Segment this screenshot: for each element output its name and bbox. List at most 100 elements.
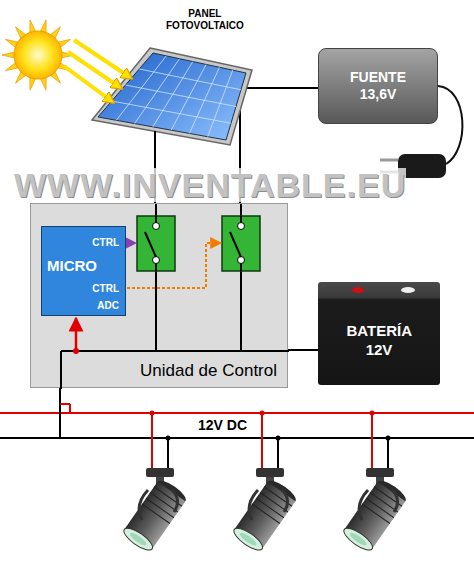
solar-panel-drawing [112, 101, 231, 123]
spot-lamp [231, 477, 299, 554]
control-unit-wiring [73, 348, 79, 354]
power-plug [380, 159, 398, 162]
spot-lamp [146, 498, 174, 518]
spot-lamp [128, 531, 148, 547]
spot-lamp [124, 482, 185, 549]
battery-box: BATERÍA 12V [318, 282, 440, 385]
sun-symbol [14, 31, 62, 79]
spot-lamp [370, 493, 398, 513]
solar-panel-drawing [154, 131, 156, 155]
bus-feed-wire [60, 403, 70, 405]
spot-lamp [366, 468, 394, 477]
chip-name: MICRO [47, 257, 97, 274]
spot-lamp [387, 438, 389, 470]
spot-lamp [359, 490, 397, 520]
switch-relay [238, 223, 245, 230]
spot-lamp [260, 493, 288, 513]
power-supply-box: FUENTE 13,6V [318, 48, 438, 124]
spot-lamp [121, 411, 189, 554]
spot-lamp [341, 524, 376, 553]
spot-lamp [277, 438, 279, 470]
spot-lamp [150, 493, 178, 513]
spot-lamp [341, 411, 409, 554]
sun-ray-arrow [74, 40, 128, 76]
watermark: WWW.INVENTABLE.EU [14, 168, 406, 202]
wire [240, 204, 242, 216]
solar-panel-drawing [98, 53, 246, 140]
node-text: BATERÍA 12V [347, 322, 412, 360]
spot-lamp [256, 498, 284, 518]
spot-lamp [386, 436, 391, 441]
sun-symbol [30, 78, 36, 91]
bus-feed-wire [59, 388, 61, 438]
switch-relay [240, 216, 242, 223]
spot-lamp [344, 482, 405, 549]
switch-relay [145, 232, 156, 257]
switch-relay [240, 264, 242, 272]
pin-name: CTRL [92, 237, 119, 248]
switch-relay [230, 232, 241, 257]
control-unit-box: Unidad de ControlCTRLMICROCTRLADC [30, 203, 288, 388]
spot-lamp [121, 524, 156, 553]
spot-lamp [256, 468, 284, 477]
spot-lamp [238, 531, 258, 547]
wire [155, 204, 157, 216]
spot-lamp [252, 504, 280, 524]
spot-lamp [121, 477, 189, 554]
adc-sense-wire [75, 318, 78, 351]
switch-relay [155, 264, 157, 272]
power-plug [438, 86, 462, 164]
bus-voltage-label: 12V DC [196, 417, 249, 433]
solar-panel-drawing [92, 48, 252, 145]
spot-lamp [370, 411, 375, 416]
pin-name: CTRL [92, 283, 119, 294]
negative-bus [0, 437, 474, 439]
spot-lamp [234, 482, 295, 549]
spot-lamp [167, 438, 169, 470]
wire-connector [288, 349, 318, 351]
sun-symbol [41, 20, 47, 33]
sun-symbol [41, 78, 47, 91]
micro-box: CTRL MICRO CTRL ADC [41, 226, 126, 316]
wire [76, 350, 289, 352]
sun-symbol [2, 20, 74, 90]
spot-lamp [139, 490, 177, 520]
node-text: FUENTE 13,6V [350, 69, 406, 104]
solar-panel: PANEL FOTOVOLTAICO [88, 8, 254, 155]
switch-relay [153, 257, 160, 264]
switch-relay [155, 216, 157, 223]
spot-lamp [276, 436, 281, 441]
spot-lamp [249, 490, 287, 520]
wire [60, 351, 62, 389]
spot-lamp [362, 504, 390, 524]
switch-relay [238, 257, 245, 264]
wire [155, 271, 157, 351]
battery-terminals [318, 282, 440, 302]
switch-relay [222, 216, 260, 271]
spot-lamp [142, 504, 170, 524]
spot-lamp [146, 468, 174, 477]
pin-name: ADC [97, 300, 119, 311]
switch-relay [137, 216, 175, 271]
spot-lamp [151, 413, 153, 470]
spot-lamp [260, 411, 265, 416]
spot-lamp [341, 477, 409, 554]
sun-symbol [30, 20, 36, 33]
battery-terminals [401, 287, 415, 293]
spot-lamp [261, 413, 263, 470]
switch-relay [222, 216, 260, 271]
control-signal [127, 243, 221, 288]
switch-relay [137, 216, 175, 271]
sun-symbol [2, 52, 14, 58]
control-signal [127, 242, 136, 244]
sun-ray-arrow [64, 66, 110, 100]
solar-panel-drawing [139, 69, 241, 90]
spot-lamp [231, 524, 266, 553]
node-text: PANEL FOTOVOLTAICO [166, 8, 244, 32]
solar-panel-drawing [126, 85, 237, 107]
sun-ray-arrow [68, 52, 118, 86]
positive-bus [0, 412, 474, 414]
spot-lamp [150, 411, 155, 416]
battery-terminals [352, 287, 364, 293]
